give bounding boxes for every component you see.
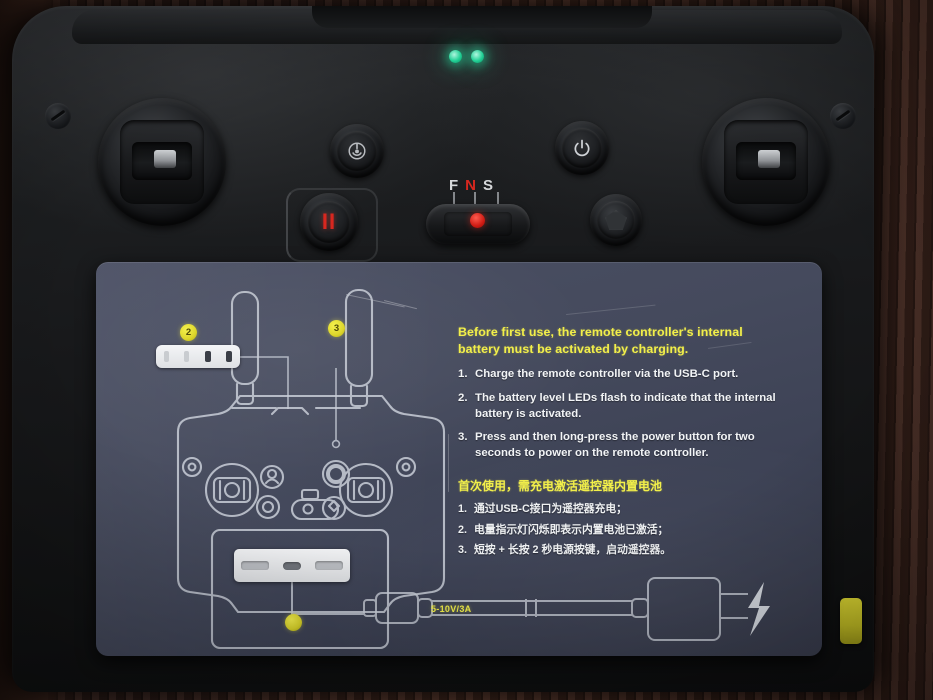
screenshot-root: II FNS — [0, 0, 933, 700]
photo-vignette — [0, 0, 933, 700]
